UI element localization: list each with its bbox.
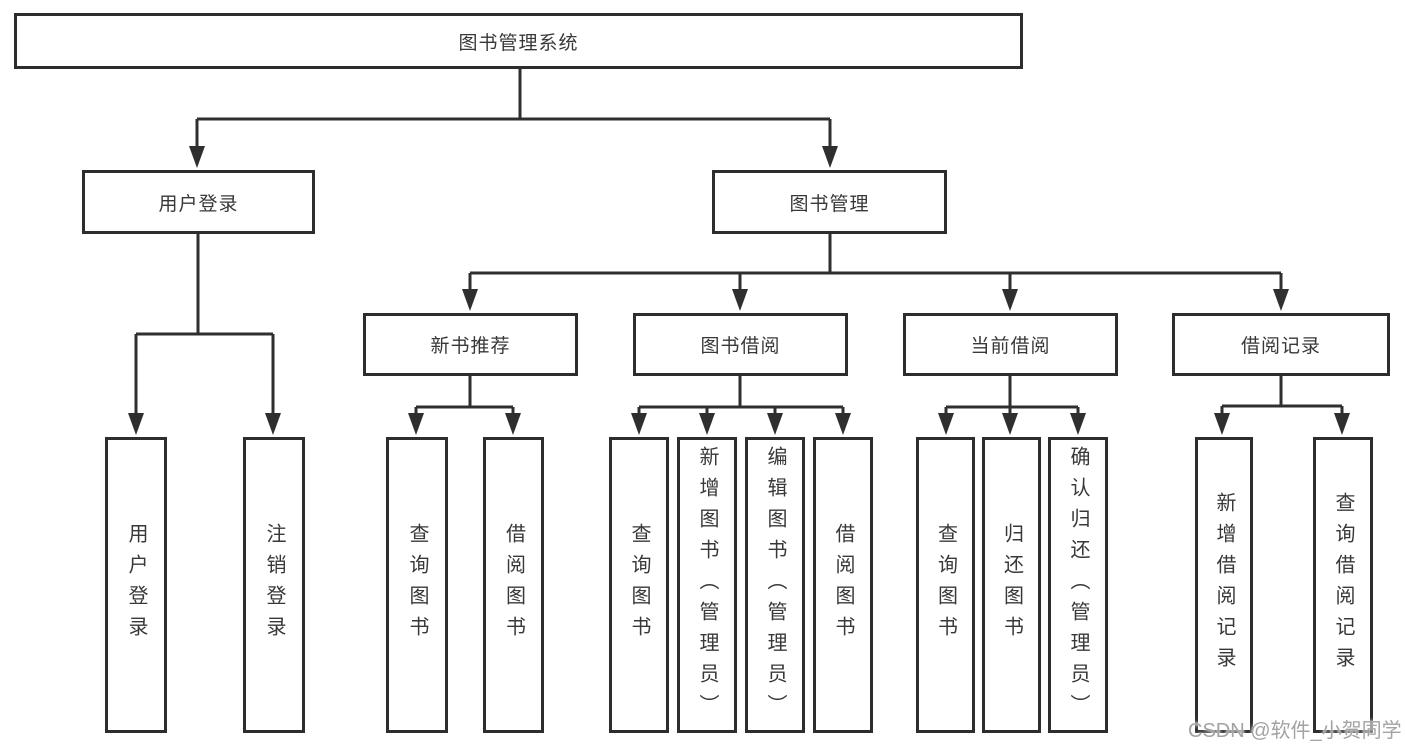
leaf-edit-book-admin: 编辑图书（管理员） <box>745 437 805 733</box>
node-label: 新增图书（管理员） <box>696 445 718 725</box>
edge-user-login-to-children <box>128 234 281 435</box>
node-label: 归还图书 <box>1000 523 1023 647</box>
node-label: 用户登录 <box>158 193 239 215</box>
edge-current-borrow-to-children <box>938 376 1086 435</box>
node-borrow-records: 借阅记录 <box>1172 313 1390 376</box>
node-label: 图书管理系统 <box>458 32 579 54</box>
node-book-management: 图书管理 <box>712 170 947 234</box>
node-label: 图书借阅 <box>700 336 781 357</box>
node-label: 新增借阅记录 <box>1213 492 1235 678</box>
leaf-recommend-query-books: 查询图书 <box>386 437 448 733</box>
leaf-return-book: 归还图书 <box>982 437 1041 733</box>
node-current-borrow: 当前借阅 <box>903 313 1118 376</box>
leaf-current-query-books: 查询图书 <box>916 437 975 733</box>
node-new-book-recommend: 新书推荐 <box>363 313 578 376</box>
node-label: 编辑图书（管理员） <box>764 445 786 725</box>
node-label: 查询图书 <box>628 523 650 647</box>
leaf-user-login: 用户登录 <box>105 437 167 733</box>
node-root-library-system: 图书管理系统 <box>14 13 1023 69</box>
leaf-borrow-query-books: 查询图书 <box>609 437 669 733</box>
edge-book-management-to-groups <box>462 234 1289 311</box>
leaf-query-borrow-record: 查询借阅记录 <box>1313 437 1373 733</box>
node-label: 借阅图书 <box>832 523 854 647</box>
node-label: 新书推荐 <box>430 336 511 357</box>
leaf-add-book-admin: 新增图书（管理员） <box>677 437 737 733</box>
node-book-borrow: 图书借阅 <box>633 313 848 376</box>
node-user-login: 用户登录 <box>82 170 315 234</box>
leaf-recommend-borrow-books: 借阅图书 <box>483 437 544 733</box>
node-label: 注销登录 <box>263 523 285 647</box>
edge-root-to-level2 <box>189 69 838 168</box>
node-label: 查询借阅记录 <box>1332 492 1354 678</box>
node-label: 确认归还（管理员） <box>1067 445 1089 725</box>
node-label: 查询图书 <box>934 523 957 647</box>
edge-book-borrow-to-children <box>631 376 851 435</box>
node-label: 用户登录 <box>125 523 147 647</box>
leaf-add-borrow-record: 新增借阅记录 <box>1195 437 1253 733</box>
edge-new-book-recommend-to-children <box>408 376 521 435</box>
node-label: 图书管理 <box>789 193 870 215</box>
node-label: 借阅记录 <box>1240 336 1321 357</box>
leaf-logout: 注销登录 <box>243 437 305 733</box>
leaf-confirm-return-admin: 确认归还（管理员） <box>1048 437 1108 733</box>
node-label: 当前借阅 <box>970 336 1051 357</box>
edge-borrow-records-to-children <box>1214 376 1350 435</box>
leaf-borrow-books: 借阅图书 <box>813 437 873 733</box>
csdn-watermark: CSDN @软件_小贺同学 <box>1188 720 1402 742</box>
node-label: 借阅图书 <box>502 523 525 647</box>
node-label: 查询图书 <box>406 523 428 647</box>
